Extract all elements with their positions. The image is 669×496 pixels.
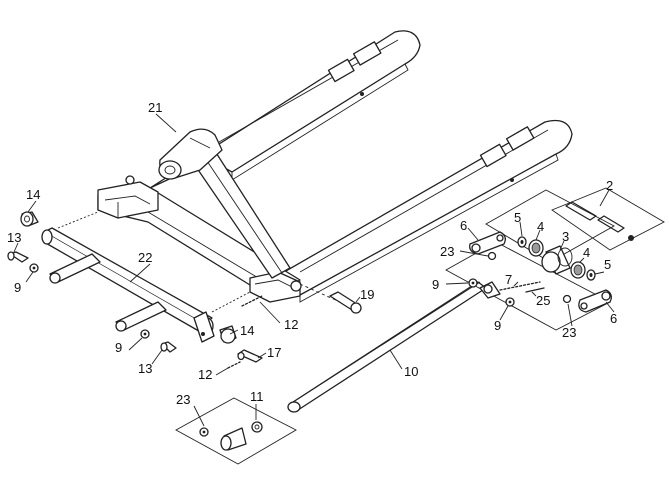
label-9-right-lower: 9 — [494, 318, 501, 333]
label-12-upper: 12 — [284, 317, 298, 332]
roll-pin-12-upper — [241, 295, 263, 307]
fork-window — [327, 58, 355, 83]
pin-23-upper — [487, 251, 497, 261]
nut-9-right-lower — [505, 297, 515, 307]
label-6-lower: 6 — [610, 311, 617, 326]
label-4-lower: 4 — [583, 245, 590, 260]
pin-25 — [525, 287, 545, 293]
label-10: 10 — [404, 364, 418, 379]
bearing-4-lower — [570, 261, 586, 279]
nut-9-lower — [140, 329, 150, 339]
label-9-upper-left: 9 — [14, 280, 21, 295]
bearing-4-upper — [528, 239, 544, 257]
label-25: 25 — [536, 293, 550, 308]
axle-bar — [41, 227, 215, 343]
label-11: 11 — [250, 389, 264, 404]
bushing-14-upper — [20, 211, 39, 227]
label-4-upper: 4 — [537, 219, 544, 234]
label-3: 3 — [562, 229, 569, 244]
label-2: 2 — [606, 178, 613, 193]
fork-window — [479, 143, 507, 168]
fork-window — [352, 41, 382, 66]
label-14-upper: 14 — [26, 187, 40, 202]
bolt-13-upper — [7, 251, 29, 263]
pump-mount — [158, 128, 223, 180]
label-21: 21 — [148, 100, 162, 115]
push-rod-10 — [287, 281, 487, 413]
label-14-lower: 14 — [240, 323, 254, 338]
bolt-13-lower — [160, 341, 177, 353]
roll-pin-12-lower — [227, 361, 241, 369]
label-23-upper: 23 — [440, 244, 454, 259]
link-6-upper — [469, 231, 506, 255]
link-6-lower — [578, 289, 612, 313]
label-7: 7 — [505, 272, 512, 287]
rod-joint — [479, 281, 501, 299]
label-17: 17 — [267, 345, 281, 360]
guide-lines — [57, 211, 251, 313]
washer-5-upper — [517, 236, 527, 248]
label-5-upper: 5 — [514, 210, 521, 225]
leader-lines — [13, 113, 615, 427]
pin-17 — [237, 349, 263, 363]
label-9-lower-left: 9 — [115, 340, 122, 355]
label-19: 19 — [360, 287, 374, 302]
lower-fork — [264, 119, 573, 296]
label-12-lower: 12 — [198, 367, 212, 382]
label-13-lower: 13 — [138, 361, 152, 376]
label-13-upper: 13 — [7, 230, 21, 245]
label-23-lower: 23 — [562, 325, 576, 340]
fork-window — [505, 126, 535, 151]
parts-panel-11-23 — [175, 397, 297, 465]
nut-9-upper — [29, 263, 39, 273]
roller-3 — [541, 245, 573, 275]
pin-23-lower — [562, 294, 572, 304]
pin-19 — [299, 283, 362, 314]
label-23-bottom: 23 — [176, 392, 190, 407]
bushing-14-lower — [219, 325, 237, 344]
nut-9-right-left — [468, 278, 478, 288]
part-labels: 14 13 9 22 21 9 13 14 17 12 12 19 10 11 … — [7, 100, 617, 407]
label-5-lower: 5 — [604, 257, 611, 272]
pin-7 — [499, 281, 541, 291]
label-9-right-left: 9 — [432, 277, 439, 292]
washer-5-lower — [586, 269, 596, 281]
label-6-upper: 6 — [460, 218, 467, 233]
label-22: 22 — [138, 250, 152, 265]
